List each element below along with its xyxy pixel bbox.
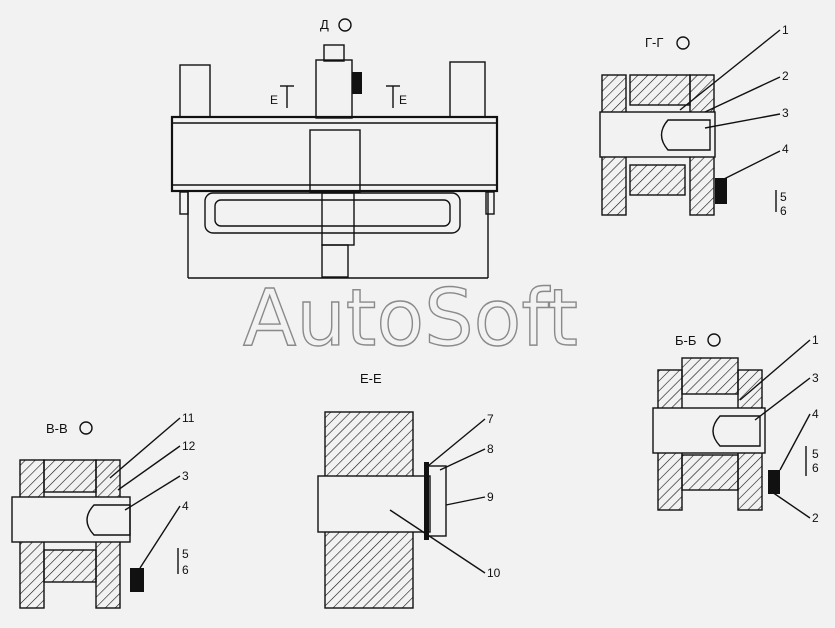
svg-text:8: 8 xyxy=(487,442,494,456)
right-column xyxy=(449,61,486,118)
svg-text:1: 1 xyxy=(782,23,789,37)
arrow-right-label: Е xyxy=(399,93,407,107)
svg-text:4: 4 xyxy=(812,407,819,421)
svg-text:4: 4 xyxy=(782,142,789,156)
svg-text:6: 6 xyxy=(780,204,787,218)
svg-text:6: 6 xyxy=(812,461,819,475)
svg-text:6: 6 xyxy=(182,563,189,577)
top-view: Д Е Е xyxy=(170,17,499,279)
top-view-title: Д xyxy=(320,17,329,32)
section-ee-title: Е-Е xyxy=(360,371,382,386)
section-ee: Е-Е 7 8 9 10 xyxy=(317,371,501,609)
view-marker-icon xyxy=(707,333,721,347)
view-marker-icon xyxy=(676,36,690,50)
svg-text:7: 7 xyxy=(487,412,494,426)
svg-text:11: 11 xyxy=(182,411,195,425)
svg-text:10: 10 xyxy=(487,566,501,580)
main-beam xyxy=(170,115,499,193)
lower-frame xyxy=(204,192,461,234)
svg-text:1: 1 xyxy=(812,333,819,347)
section-vv-title: В-В xyxy=(46,421,68,436)
svg-text:3: 3 xyxy=(782,106,789,120)
svg-text:12: 12 xyxy=(182,439,196,453)
watermark: AutoSoft xyxy=(243,274,578,364)
svg-text:4: 4 xyxy=(182,499,189,513)
section-gg-title: Г-Г xyxy=(645,35,663,50)
svg-text:9: 9 xyxy=(487,490,494,504)
section-bb-title: Б-Б xyxy=(675,333,696,348)
section-gg: Г-Г 1 2 3 4 5 6 xyxy=(599,23,789,218)
view-marker-icon xyxy=(338,18,352,32)
svg-text:3: 3 xyxy=(182,469,189,483)
motor-cap xyxy=(323,44,345,62)
svg-text:5: 5 xyxy=(780,190,787,204)
svg-text:2: 2 xyxy=(812,511,819,525)
center-hub xyxy=(309,129,361,193)
left-column xyxy=(179,64,211,118)
section-vv: В-В 11 12 3 4 5 6 xyxy=(11,411,196,609)
section-bb: Б-Б 1 3 4 5 6 2 xyxy=(652,333,819,525)
svg-text:5: 5 xyxy=(182,547,189,561)
svg-text:3: 3 xyxy=(812,371,819,385)
side-bolt xyxy=(352,72,362,94)
shaft xyxy=(321,192,355,246)
svg-text:5: 5 xyxy=(812,447,819,461)
view-marker-icon xyxy=(79,421,93,435)
arrow-left-label: Е xyxy=(270,93,278,107)
svg-text:2: 2 xyxy=(782,69,789,83)
pin-body xyxy=(317,475,431,533)
motor-block xyxy=(315,59,353,119)
